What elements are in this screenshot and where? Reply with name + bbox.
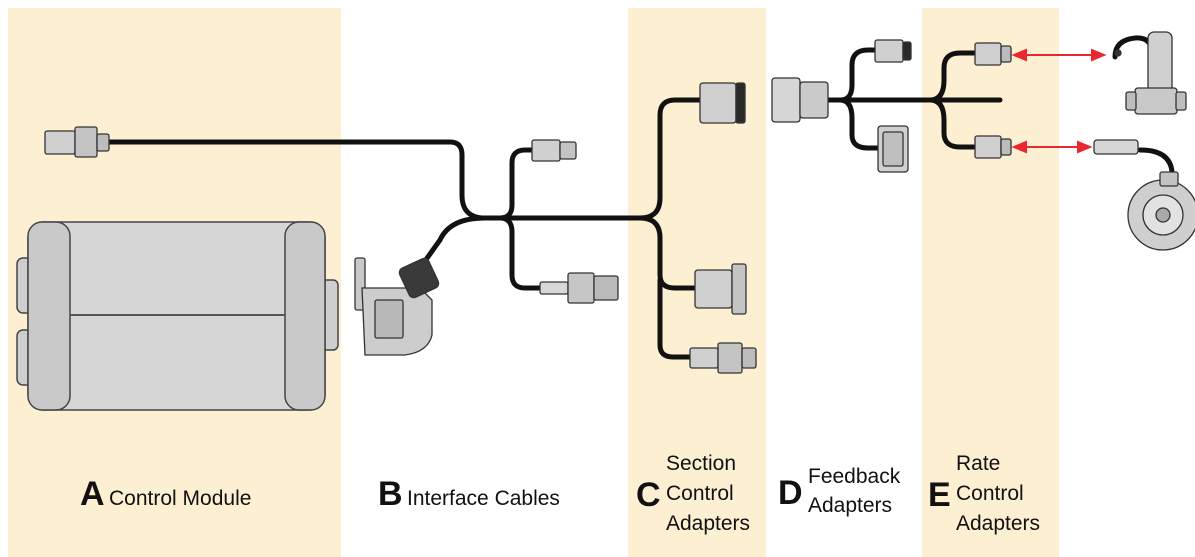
arrow-encoder-head — [1011, 140, 1027, 154]
section-c-line-2: Control — [666, 482, 734, 505]
rate-control-adapter-top — [974, 42, 1012, 66]
section-d-letter: D — [778, 474, 803, 512]
cable-section-low — [657, 277, 693, 360]
section-d-line-2: Adapters — [808, 494, 893, 517]
section-b-letter: B — [378, 475, 403, 513]
section-control-adapter-middle — [694, 263, 747, 315]
cable-rate-down — [927, 97, 978, 150]
section-c-line-3: Adapters — [666, 512, 751, 535]
connector-interface-down — [539, 272, 619, 304]
module-end-cap-left — [27, 221, 71, 411]
feedback-adapter-bottom — [877, 125, 909, 173]
cable-down-branch — [497, 215, 543, 291]
section-a-text: Control Module — [109, 487, 252, 510]
feedback-adapter-main — [771, 77, 829, 123]
cable-rate-up — [927, 50, 978, 103]
section-control-adapter-top — [699, 82, 746, 124]
control-module-unit — [16, 221, 339, 411]
cable-up-branch — [497, 147, 535, 221]
module-end-cap-right — [284, 221, 326, 411]
section-e-line-1: Rate — [956, 452, 1001, 475]
flow-meter-encoder — [1093, 139, 1195, 251]
arrow-valve-tail — [1091, 48, 1107, 62]
cable-encoder — [1137, 147, 1175, 175]
section-e-line-2: Control — [956, 482, 1024, 505]
cable-to-harness — [417, 215, 488, 271]
cable-feedback-down — [837, 97, 881, 151]
section-d-line-1: Feedback — [808, 465, 901, 488]
interface-harness-connector — [354, 257, 440, 356]
section-c-letter: C — [636, 476, 661, 514]
connector-interface-up — [531, 139, 577, 162]
feedback-adapter-top — [874, 39, 912, 63]
section-c-line-1: Section — [666, 452, 737, 475]
section-a-letter: A — [80, 475, 105, 513]
cable-section-mid — [637, 215, 698, 291]
section-e-letter: E — [928, 476, 951, 514]
connector-module — [44, 126, 110, 158]
section-b-text: Interface Cables — [407, 487, 560, 510]
cable-feedback-up — [837, 47, 878, 103]
arrow-valve-head — [1011, 48, 1027, 62]
rate-control-adapter-bottom — [974, 135, 1012, 159]
control-valve — [1114, 31, 1187, 115]
section-control-adapter-bottom — [689, 342, 757, 374]
arrows — [1011, 48, 1107, 154]
section-e-line-3: Adapters — [956, 512, 1041, 535]
arrow-encoder-tail — [1077, 140, 1093, 154]
cable-main — [102, 97, 703, 221]
